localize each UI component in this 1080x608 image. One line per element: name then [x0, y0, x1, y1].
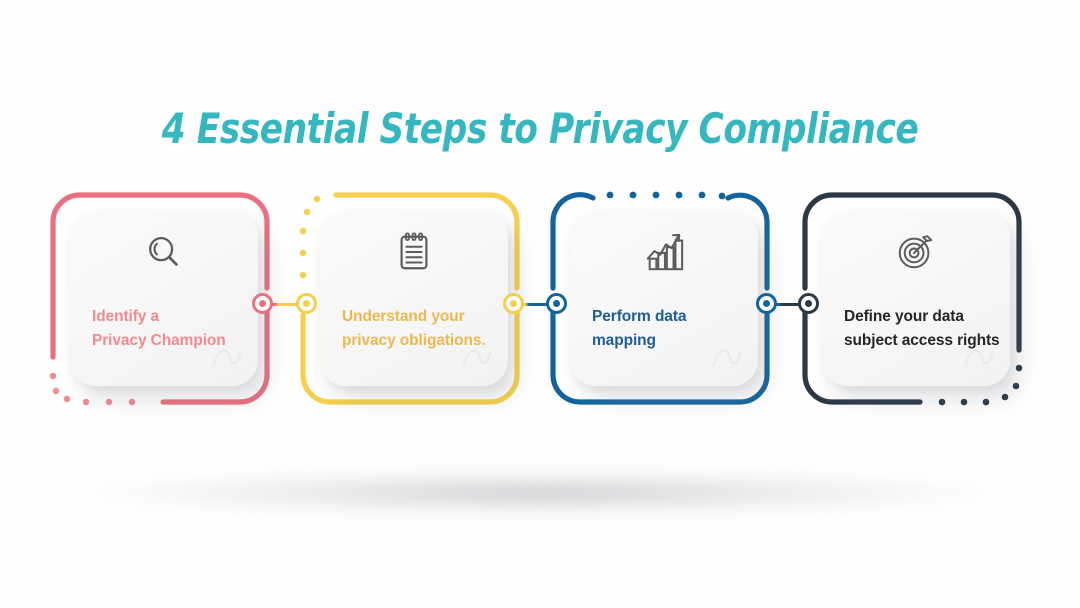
connector-node-5[interactable] — [756, 293, 777, 314]
step-ring-2 — [299, 192, 520, 405]
connector-node-2[interactable] — [296, 293, 317, 314]
card-watermark-2 — [462, 349, 492, 367]
connector-line-3-4 — [760, 303, 800, 306]
connector-node-dot-3 — [510, 300, 517, 307]
step-label-line2: subject access rights — [844, 332, 1000, 350]
connector-line-2-3 — [507, 303, 547, 306]
step-card-3[interactable]: Perform data mapping — [548, 190, 778, 425]
magnifier-icon — [70, 231, 258, 273]
connector-node-dot-4 — [553, 300, 560, 307]
step-label-line2: Privacy Champion — [92, 332, 226, 350]
step-label-line1: Understand your — [342, 308, 465, 325]
connector-node-dot-6 — [805, 300, 812, 307]
connector-node-dot-5 — [763, 300, 770, 307]
connector-node-3[interactable] — [503, 293, 524, 314]
connector-3-4 — [760, 293, 800, 315]
step-card-body-2: Understand your privacy obligations. — [320, 211, 508, 386]
step-card-1[interactable]: Identify a Privacy Champion — [48, 190, 278, 425]
connector-node-6[interactable] — [798, 293, 819, 314]
target-icon — [822, 231, 1010, 273]
step-ring-4 — [802, 192, 1023, 406]
page-title: 4 Essential Steps to Privacy Compliance — [161, 104, 919, 153]
step-card-4[interactable]: Define your data subject access rights — [800, 190, 1030, 425]
connector-node-1[interactable] — [252, 293, 273, 314]
step-ring-1 — [49, 192, 270, 406]
connector-line-1-2 — [257, 303, 297, 306]
step-card-inner-4: Define your data subject access rights — [822, 211, 1010, 386]
step-label-line1: Perform data — [592, 308, 687, 325]
step-card-body-1: Identify a Privacy Champion — [70, 211, 258, 386]
step-card-2[interactable]: Understand your privacy obligations. — [298, 190, 528, 425]
step-label-4: Define your data subject access rights — [844, 305, 1010, 354]
step-card-inner-2: Understand your privacy obligations. — [320, 211, 508, 386]
connector-node-dot-1 — [259, 300, 266, 307]
connector-node-dot-2 — [303, 300, 310, 307]
step-card-inner-3: Perform data mapping — [570, 211, 758, 386]
step-label-2: Understand your privacy obligations. — [342, 305, 508, 354]
ground-shadow — [90, 470, 990, 516]
bar-chart-icon — [570, 231, 758, 273]
step-label-line1: Define your data — [844, 308, 964, 325]
connector-node-4[interactable] — [546, 293, 567, 314]
step-card-body-4: Define your data subject access rights — [822, 211, 1010, 386]
step-card-inner-1: Identify a Privacy Champion — [70, 211, 258, 386]
step-label-line2: privacy obligations. — [342, 332, 486, 350]
notepad-icon — [320, 231, 508, 273]
connector-1-2 — [257, 293, 297, 315]
step-card-body-3: Perform data mapping — [570, 211, 758, 386]
step-label-1: Identify a Privacy Champion — [92, 305, 258, 354]
card-watermark-3 — [712, 349, 742, 367]
step-label-line1: Identify a — [92, 308, 160, 325]
step-ring-3 — [550, 191, 770, 405]
card-watermark-1 — [212, 349, 242, 367]
step-label-line2: mapping — [592, 332, 656, 350]
card-watermark-4 — [964, 349, 994, 367]
step-label-3: Perform data mapping — [592, 305, 758, 354]
connector-2-3 — [507, 293, 547, 315]
